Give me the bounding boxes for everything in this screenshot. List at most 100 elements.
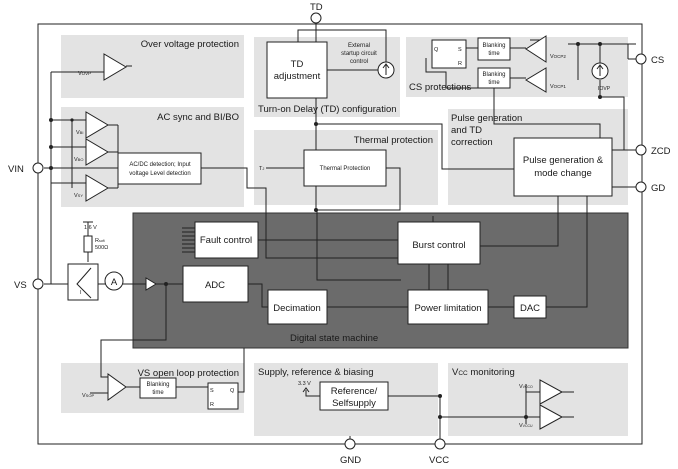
gd-pin [635, 181, 647, 193]
td-pin-label: TD [310, 2, 323, 13]
svg-text:time: time [152, 390, 164, 396]
ovp-title: Over voltage protection [141, 39, 239, 50]
svg-text:VOCP2: VOCP2 [550, 54, 566, 60]
ovp-comparator [103, 53, 127, 81]
pulse-gen-block [513, 137, 613, 197]
supply-title: Supply, reference & biasing [258, 367, 373, 378]
bi-comparator [85, 111, 109, 139]
td-adjustment-label-1: TD [291, 59, 304, 70]
svg-text:S: S [458, 47, 462, 53]
ammeter-icon [104, 271, 124, 291]
zcd-pin-label: ZCD [651, 146, 671, 157]
vs-flip-flop [207, 382, 239, 410]
svg-text:Blanking: Blanking [146, 382, 169, 388]
ocp1-comparator [525, 67, 547, 93]
td-adjustment-label-2: adjustment [274, 71, 321, 82]
blanking-time-vs-block [139, 377, 177, 399]
pulse-gen-title-2: and TD [451, 125, 482, 136]
ocp2-comparator [525, 35, 547, 63]
vin-pin-label: VIN [8, 164, 24, 175]
svg-text:R: R [458, 61, 462, 67]
external-startup-label-3: control [350, 59, 368, 65]
svg-text:TJ: TJ [259, 166, 264, 172]
thermal-title: Thermal protection [354, 135, 433, 146]
cs-protections-title: CS protections [409, 82, 472, 93]
svg-text:S: S [210, 388, 214, 394]
svg-text:Pulse generation &: Pulse generation & [523, 155, 604, 166]
gnd-pin-label: GND [340, 455, 361, 466]
svg-text:VVCCU: VVCCU [519, 423, 533, 429]
svg-text:IOVP: IOVP [598, 86, 611, 92]
svg-text:VSY: VSY [74, 193, 83, 199]
svg-text:AC/DC detection; Input: AC/DC detection; Input [129, 162, 191, 168]
sy-comparator [85, 174, 109, 202]
vcc-pin [434, 438, 446, 450]
power-limitation-block [407, 289, 489, 325]
external-startup-label-1: External [348, 43, 370, 49]
svg-text:VOVP: VOVP [78, 71, 91, 77]
zcd-pin [635, 144, 647, 156]
svg-text:Rsoft: Rsoft [95, 238, 105, 244]
svg-text:Thermal Protection: Thermal Protection [320, 166, 371, 172]
vs-sense-switch [67, 263, 99, 301]
vs-buffer [145, 277, 157, 291]
td-pin [310, 12, 322, 24]
junction-dots [49, 42, 602, 419]
reference-selfsupply-block [319, 381, 389, 411]
svg-text:R: R [210, 402, 214, 408]
vs-pin-label: VS [14, 280, 27, 291]
blanking-time-cs1-block [477, 37, 511, 61]
svg-text:VOCP1: VOCP1 [550, 84, 566, 90]
decimation-block [267, 289, 328, 325]
svg-text:VBI: VBI [76, 130, 83, 136]
svg-text:Reference/: Reference/ [331, 386, 378, 397]
svg-text:VSOP: VSOP [82, 393, 94, 399]
bo-comparator [85, 138, 109, 166]
td-adjustment-block [266, 41, 328, 99]
blanking-time-cs2-block [477, 67, 511, 89]
svg-text:Q: Q [434, 47, 439, 53]
cs-flip-flop [431, 39, 467, 69]
gd-pin-label: GD [651, 183, 665, 194]
pulse-gen-title-3: correction [451, 137, 493, 148]
svg-text:Q: Q [230, 388, 235, 394]
svg-text:ADC: ADC [205, 280, 225, 291]
vin-pin [32, 162, 44, 174]
svg-text:time: time [488, 51, 500, 57]
svg-text:Burst control: Burst control [412, 240, 465, 251]
ac-dc-detection-block [117, 152, 202, 185]
ac-sync-title: AC sync and BI/BO [157, 112, 239, 123]
svg-text:A: A [111, 277, 118, 288]
fault-inputs [182, 227, 195, 253]
dsm-title: Digital state machine [290, 333, 378, 344]
vs-open-loop-title: VS open loop protection [138, 368, 239, 379]
dac-block [513, 295, 547, 319]
adc-block [182, 265, 249, 303]
svg-text:Selfsupply: Selfsupply [332, 398, 376, 409]
turn-on-delay-title: Turn-on Delay (TD) configuration [258, 104, 397, 115]
svg-text:VBO: VBO [74, 157, 83, 163]
pulse-gen-title-1: Pulse generation [451, 113, 522, 124]
svg-text:Decimation: Decimation [273, 303, 321, 314]
vcco-comparator [539, 379, 564, 405]
svg-text:500Ω: 500Ω [95, 245, 108, 251]
thermal-protection-block [303, 149, 387, 187]
burst-control-block [397, 221, 481, 265]
region-ovp [61, 35, 244, 98]
svg-text:voltage Level detection: voltage Level detection [129, 171, 190, 177]
svg-text:VVCCO: VVCCO [519, 384, 533, 390]
svg-text:Blanking: Blanking [482, 43, 505, 49]
svg-text:1.6 V: 1.6 V [84, 225, 97, 231]
svg-text:Fault control: Fault control [200, 235, 252, 246]
svg-text:DAC: DAC [520, 303, 540, 314]
gnd-pin [344, 438, 356, 450]
pins: TD CS ZCD GD VIN VS GND VCC [8, 2, 671, 466]
svg-text:mode change: mode change [534, 168, 592, 179]
svg-text:Power limitation: Power limitation [414, 303, 481, 314]
rsoft-resistor [83, 235, 93, 253]
region-vcc-monitor [448, 363, 628, 436]
fault-control-block [194, 221, 259, 259]
external-startup-label-2: startup circuit [341, 51, 377, 57]
cs-pin-label: CS [651, 55, 664, 66]
